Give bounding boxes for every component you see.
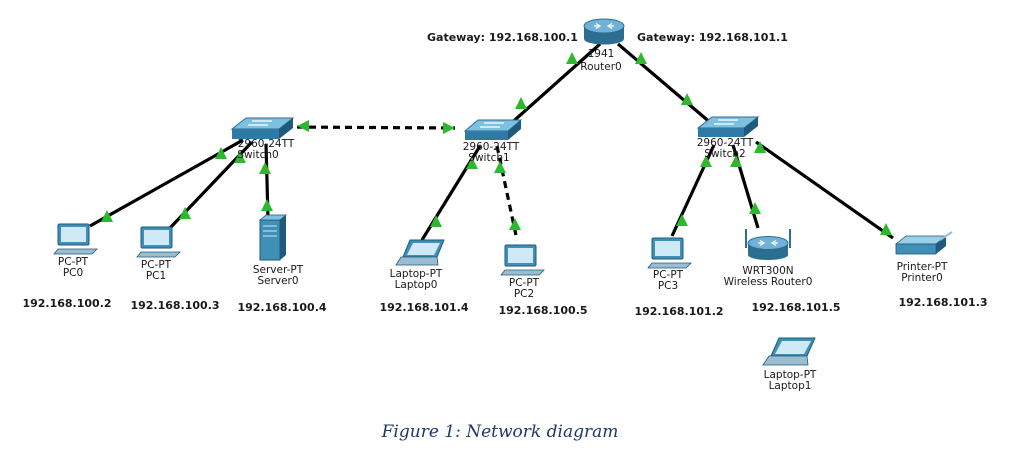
router0[interactable]: 1941 Router0 — [580, 18, 625, 73]
link-up-indicator — [297, 120, 309, 132]
link-switch2-printer0 — [755, 140, 894, 240]
pc1-name: PC1 — [146, 270, 166, 282]
link-up-indicator — [681, 93, 693, 105]
pc0[interactable]: PC-PT PC0 192.168.100.2 — [22, 223, 112, 310]
link-up-indicator — [515, 97, 527, 109]
server0-ip: 192.168.100.4 — [237, 301, 326, 314]
printer0-name: Printer0 — [901, 272, 943, 284]
router-icon — [583, 18, 625, 45]
link-up-indicator — [101, 210, 113, 222]
laptop-icon — [762, 337, 816, 366]
link-up-indicator — [466, 157, 478, 169]
switch1-name: Switch1 — [468, 152, 509, 164]
link-switch1-pc2 — [495, 145, 519, 241]
laptop-icon — [395, 239, 445, 266]
printer-icon — [894, 231, 953, 255]
pc1-model: PC-PT — [141, 259, 172, 271]
switch-icon — [696, 116, 760, 137]
link-up-indicator — [509, 218, 521, 230]
pc2-name: PC2 — [514, 288, 534, 300]
link-up-indicator — [430, 215, 442, 227]
link-up-indicator — [635, 52, 647, 64]
link-up-indicator — [566, 52, 578, 64]
link-up-indicator — [880, 223, 892, 235]
pc2-model: PC-PT — [509, 277, 540, 289]
switch-icon — [230, 117, 295, 139]
figure-caption: Figure 1: Network diagram — [381, 422, 619, 442]
pc1[interactable]: PC-PT PC1 192.168.100.3 — [130, 226, 220, 312]
wrouter0-model: WRT300N — [742, 265, 793, 277]
link-switch0-switch1 — [284, 125, 456, 130]
link-up-indicator — [730, 155, 742, 167]
switch1[interactable]: 2960-24TT Switch1 — [463, 119, 523, 164]
pc-icon — [53, 223, 98, 255]
switch2-name: Switch2 — [704, 148, 745, 160]
laptop0-model: Laptop-PT — [390, 268, 443, 280]
pc2-ip: 192.168.100.5 — [498, 304, 587, 317]
gateway-left-label: Gateway: 192.168.100.1 — [427, 31, 578, 44]
link-up-indicator — [700, 155, 712, 167]
pc-icon — [136, 226, 181, 258]
laptop1-name: Laptop1 — [769, 380, 812, 392]
switch0-model: 2960-24TT — [238, 138, 295, 150]
switch2[interactable]: 2960-24TT Switch2 — [696, 116, 760, 160]
link-status-indicators — [101, 52, 892, 235]
server-icon — [258, 214, 288, 261]
switch0-name: Switch0 — [237, 149, 278, 161]
link-up-indicator — [676, 214, 688, 226]
pc3-model: PC-PT — [653, 269, 684, 281]
pc-icon — [500, 244, 545, 276]
pc0-ip: 192.168.100.2 — [22, 297, 111, 310]
link-up-indicator — [443, 122, 455, 134]
link-up-indicator — [215, 147, 227, 159]
wrouter0-ip: 192.168.101.5 — [751, 301, 840, 314]
laptop1[interactable]: Laptop-PT Laptop1 — [762, 337, 817, 392]
wrouter0-name: Wireless Router0 — [724, 276, 813, 288]
wrouter0[interactable]: WRT300N Wireless Router0 192.168.101.5 — [724, 229, 841, 314]
laptop1-model: Laptop-PT — [764, 369, 817, 381]
switch2-model: 2960-24TT — [697, 137, 754, 149]
link-up-indicator — [259, 162, 271, 174]
gateway-right-label: Gateway: 192.168.101.1 — [637, 31, 788, 44]
link-up-indicator — [179, 207, 191, 219]
link-up-indicator — [749, 202, 761, 214]
printer0-ip: 192.168.101.3 — [898, 296, 987, 309]
link-up-indicator — [494, 161, 506, 173]
pc0-model: PC-PT — [58, 256, 89, 268]
pc-icon — [647, 237, 692, 269]
pc1-ip: 192.168.100.3 — [130, 299, 219, 312]
switch-icon — [463, 119, 523, 140]
server0-model: Server-PT — [253, 264, 304, 276]
link-up-indicator — [754, 141, 766, 153]
link-router0-switch2 — [616, 42, 714, 126]
server0-name: Server0 — [257, 275, 298, 287]
switch1-model: 2960-24TT — [463, 141, 520, 153]
router0-model: 1941 — [588, 48, 615, 60]
pc0-name: PC0 — [63, 267, 83, 279]
link-up-indicator — [234, 151, 246, 163]
link-up-indicator — [261, 199, 273, 211]
printer0[interactable]: Printer-PT Printer0 192.168.101.3 — [894, 231, 988, 309]
server0[interactable]: Server-PT Server0 192.168.100.4 — [237, 214, 327, 314]
laptop0[interactable]: Laptop-PT Laptop0 192.168.101.4 — [379, 239, 469, 314]
wireless-router-icon — [745, 229, 791, 260]
router0-name: Router0 — [580, 61, 621, 73]
switch0[interactable]: 2960-24TT Switch0 — [230, 117, 295, 161]
printer0-model: Printer-PT — [897, 261, 948, 273]
laptop0-name: Laptop0 — [395, 279, 438, 291]
laptop0-ip: 192.168.101.4 — [379, 301, 468, 314]
pc2[interactable]: PC-PT PC2 192.168.100.5 — [498, 244, 588, 317]
link-router0-switch1 — [506, 42, 602, 128]
pc3-name: PC3 — [658, 280, 678, 292]
pc3-ip: 192.168.101.2 — [634, 305, 723, 318]
pc3[interactable]: PC-PT PC3 192.168.101.2 — [634, 237, 724, 318]
